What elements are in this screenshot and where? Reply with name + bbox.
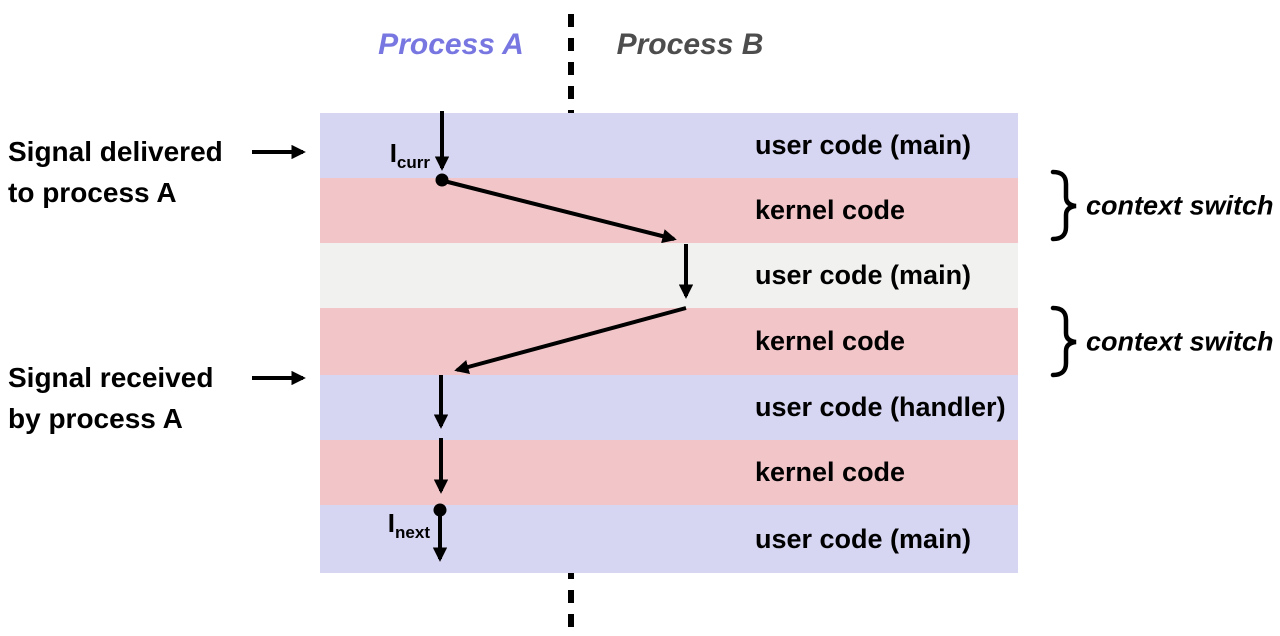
band-kernel-code-3: kernel code [320,440,1018,505]
band-label: kernel code [755,195,906,225]
instruction-curr-sub: curr [396,153,430,173]
context-switch-brace-1 [1050,169,1077,242]
band-label: user code (handler) [755,392,1006,422]
timeline-bands: user code (main) kernel code user code (… [320,113,1018,573]
band-label: user code (main) [755,260,972,290]
instruction-next-base: I [387,508,396,538]
band-user-code-handler: user code (handler) [320,375,1018,440]
band-label: user code (main) [755,523,972,554]
band-label: user code (main) [755,130,972,160]
band-kernel-code-1: kernel code [320,178,1018,243]
instruction-curr-label: Icurr [358,138,430,173]
band-label: kernel code [755,457,906,487]
band-user-code-main-2: user code (main) [320,243,1018,308]
context-switch-brace-2 [1050,305,1077,378]
band-kernel-code-2: kernel code [320,308,1018,375]
context-switch-label-1: context switch [1086,190,1274,221]
instruction-next-label: Inext [358,508,430,543]
band-label: kernel code [755,326,906,356]
signal-delivered-line1: Signal delivered [8,136,223,167]
signal-received-line2: by process A [8,403,183,434]
instruction-next-sub: next [395,523,430,543]
context-switch-label-2: context switch [1086,326,1274,357]
signal-delivered-label: Signal delivered to process A [8,131,223,213]
signal-delivered-line2: to process A [8,177,177,208]
signal-received-label: Signal received by process A [8,357,213,439]
process-a-title: Process A [378,28,524,61]
process-b-title: Process B [616,28,764,61]
signal-received-line1: Signal received [8,362,214,393]
instruction-curr-base: I [389,138,397,168]
